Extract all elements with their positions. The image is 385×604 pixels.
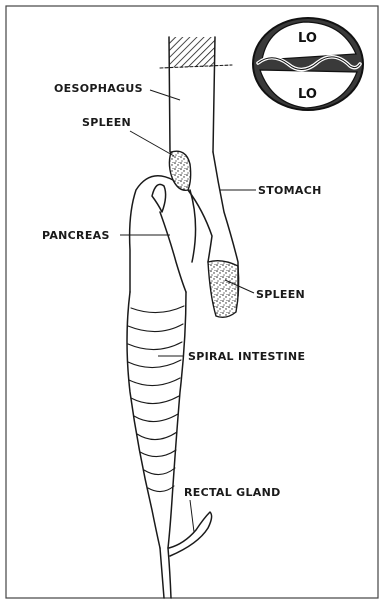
label-rectal-gland: RECTAL GLAND [184,486,281,499]
inset-label-top: LO [298,31,317,46]
label-pancreas: PANCREAS [42,229,110,242]
inset-label-bottom: LO [298,87,317,102]
label-spiral-intestine: SPIRAL INTESTINE [188,350,305,363]
label-spleen-upper: SPLEEN [82,116,131,129]
label-oesophagus: OESOPHAGUS [54,82,143,95]
label-spleen-lower: SPLEEN [256,288,305,301]
oesophagus-hatched-section [169,37,215,67]
label-stomach: STOMACH [258,184,322,197]
cross-section-inset: LO LO [253,18,363,110]
